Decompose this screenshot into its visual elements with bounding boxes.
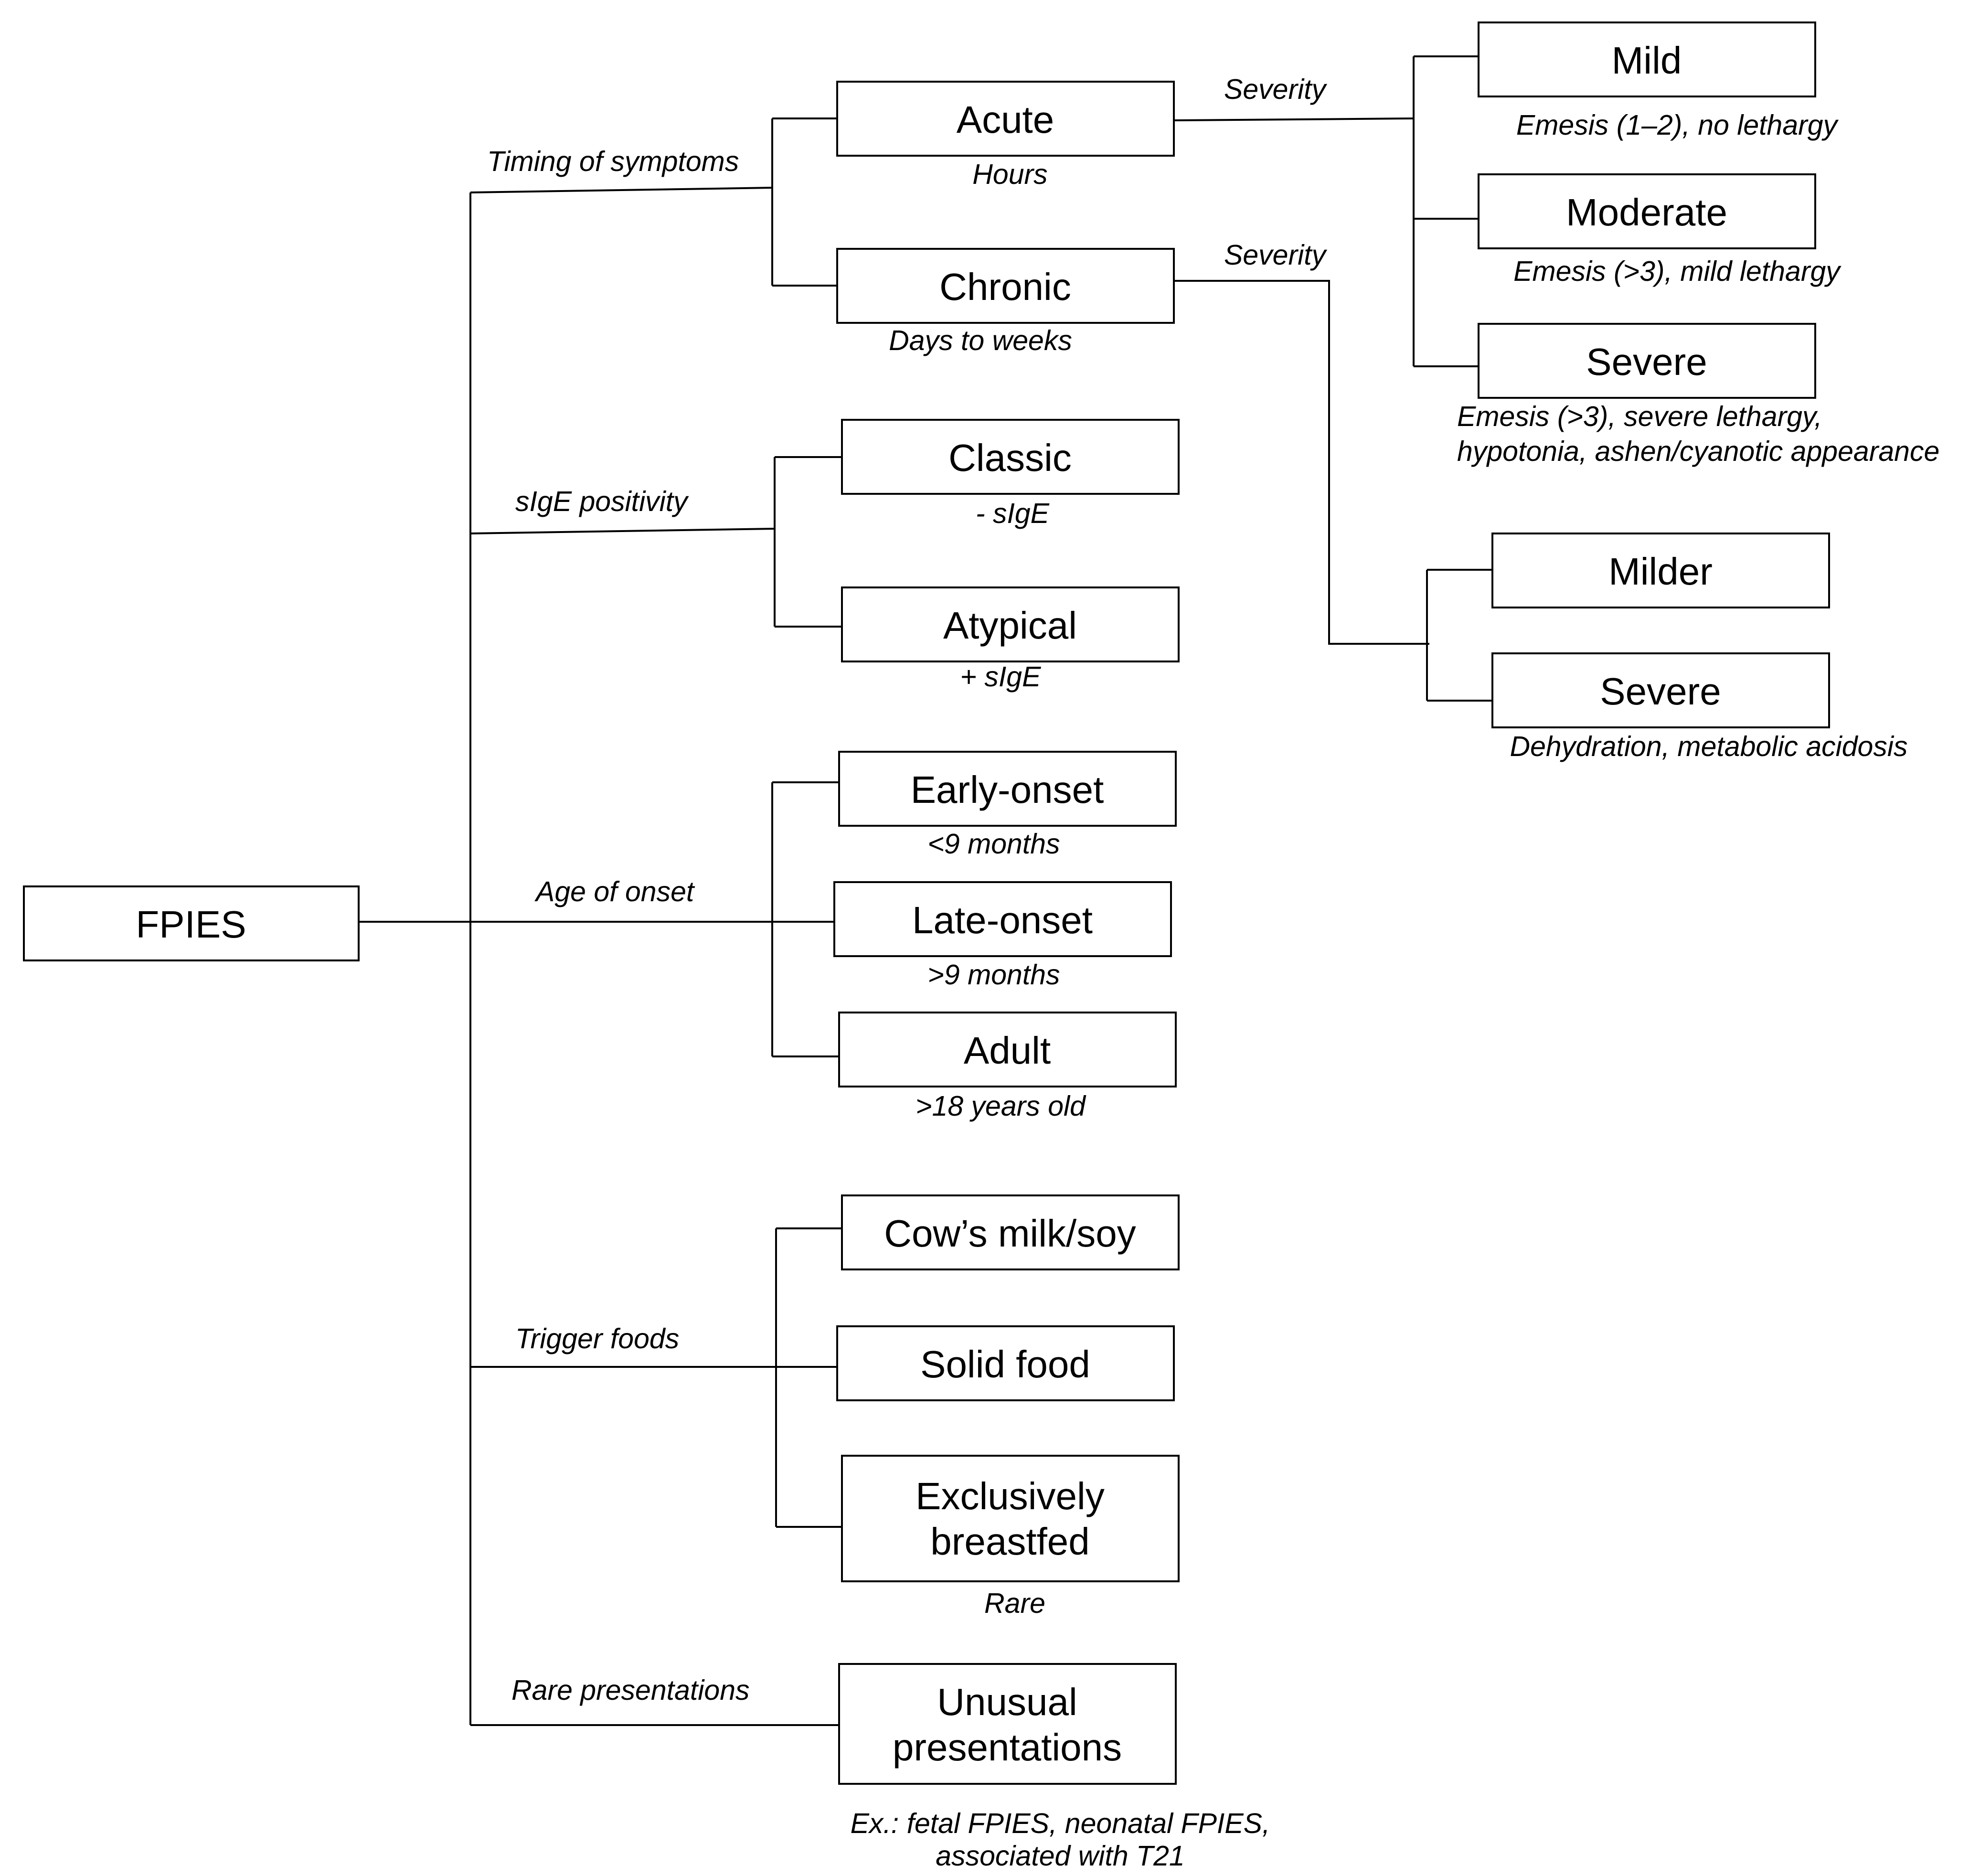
node-acute: Acute xyxy=(836,81,1175,157)
severe-acute-note-line2: hypotonia, ashen/cyanotic appearance xyxy=(1457,436,1939,467)
sige-connector xyxy=(470,528,775,534)
node-moderate: Moderate xyxy=(1478,173,1816,249)
root-box xyxy=(23,885,360,961)
chronic-severity-connector xyxy=(1174,280,1429,645)
breastfed-box xyxy=(841,1455,1180,1582)
unusual-box xyxy=(838,1663,1177,1785)
solid-food-label: Solid food xyxy=(920,1343,1090,1386)
late-onset-box xyxy=(833,881,1172,957)
node-mild: Mild xyxy=(1478,21,1816,97)
cows-milk-box xyxy=(841,1194,1180,1270)
atypical-box xyxy=(841,586,1180,662)
sige-branch-label: sIgE positivity xyxy=(515,486,689,517)
unusual-note-line1: Ex.: fetal FPIES, neonatal FPIES, xyxy=(851,1808,1270,1839)
unusual-label-line1: Unusual xyxy=(937,1681,1077,1723)
trigger-branch-label: Trigger foods xyxy=(515,1323,679,1354)
severe-acute-note-line1: Emesis (>3), severe lethargy, xyxy=(1457,401,1822,432)
node-breastfed: Exclusively breastfed xyxy=(841,1455,1180,1582)
node-root: FPIES xyxy=(23,885,360,961)
timing-branch-label: Timing of symptoms xyxy=(487,146,739,177)
node-late-onset: Late-onset xyxy=(833,881,1172,957)
classic-note: - sIgE xyxy=(976,498,1050,529)
early-onset-box xyxy=(838,751,1177,827)
chronic-box xyxy=(836,248,1175,324)
early-onset-label: Early-onset xyxy=(911,768,1104,811)
unusual-note-line2: associated with T21 xyxy=(936,1840,1184,1872)
adult-label: Adult xyxy=(964,1029,1051,1072)
milder-box xyxy=(1491,533,1830,608)
age-branch-label: Age of onset xyxy=(534,876,695,907)
solid-food-box xyxy=(836,1325,1175,1401)
node-early-onset: Early-onset xyxy=(838,751,1177,827)
breastfed-label-line2: breastfed xyxy=(930,1520,1090,1563)
early-onset-note: <9 months xyxy=(927,828,1060,860)
severe-chronic-note: Dehydration, metabolic acidosis xyxy=(1510,731,1908,762)
mild-box xyxy=(1478,21,1816,97)
severe-acute-box xyxy=(1478,323,1816,399)
node-unusual: Unusual presentations xyxy=(838,1663,1177,1785)
node-solid-food: Solid food xyxy=(836,1325,1175,1401)
moderate-label: Moderate xyxy=(1566,191,1727,234)
mild-note: Emesis (1–2), no lethargy xyxy=(1516,109,1839,141)
node-atypical: Atypical xyxy=(841,586,1180,662)
adult-note: >18 years old xyxy=(915,1090,1086,1122)
milder-label: Milder xyxy=(1608,550,1713,593)
chronic-label: Chronic xyxy=(939,266,1071,308)
connectors xyxy=(359,55,1492,1726)
late-onset-note: >9 months xyxy=(927,959,1060,991)
severe-chronic-label: Severe xyxy=(1600,670,1721,713)
chronic-severity-label: Severity xyxy=(1224,239,1328,271)
adult-box xyxy=(838,1012,1177,1087)
severe-chronic-box xyxy=(1491,652,1830,728)
acute-note: Hours xyxy=(972,159,1047,190)
node-severe-acute: Severe xyxy=(1478,323,1816,399)
timing-connector xyxy=(470,187,773,193)
breastfed-note: Rare xyxy=(984,1588,1045,1619)
moderate-box xyxy=(1478,173,1816,249)
atypical-label: Atypical xyxy=(943,604,1077,647)
late-onset-label: Late-onset xyxy=(912,899,1093,941)
breastfed-label-line1: Exclusively xyxy=(915,1475,1105,1517)
acute-severity-connector xyxy=(1173,117,1414,121)
acute-label: Acute xyxy=(957,98,1054,141)
cows-milk-label: Cow’s milk/soy xyxy=(884,1212,1136,1255)
unusual-label-line2: presentations xyxy=(893,1726,1122,1769)
mild-label: Mild xyxy=(1612,39,1682,82)
rare-branch-label: Rare presentations xyxy=(511,1674,750,1706)
node-severe-chronic: Severe xyxy=(1491,652,1830,728)
classic-label: Classic xyxy=(948,437,1072,479)
atypical-note: + sIgE xyxy=(960,661,1042,693)
classic-box xyxy=(841,419,1180,495)
root-label: FPIES xyxy=(136,903,246,946)
node-milder: Milder xyxy=(1491,533,1830,608)
moderate-note: Emesis (>3), mild lethargy xyxy=(1513,256,1842,287)
node-cows-milk: Cow’s milk/soy xyxy=(841,1194,1180,1270)
node-classic: Classic xyxy=(841,419,1180,495)
acute-box xyxy=(836,81,1175,157)
acute-severity-label: Severity xyxy=(1224,74,1328,105)
chronic-note: Days to weeks xyxy=(889,325,1072,356)
node-adult: Adult xyxy=(838,1012,1177,1087)
node-chronic: Chronic xyxy=(836,248,1175,324)
severe-acute-label: Severe xyxy=(1586,341,1707,383)
